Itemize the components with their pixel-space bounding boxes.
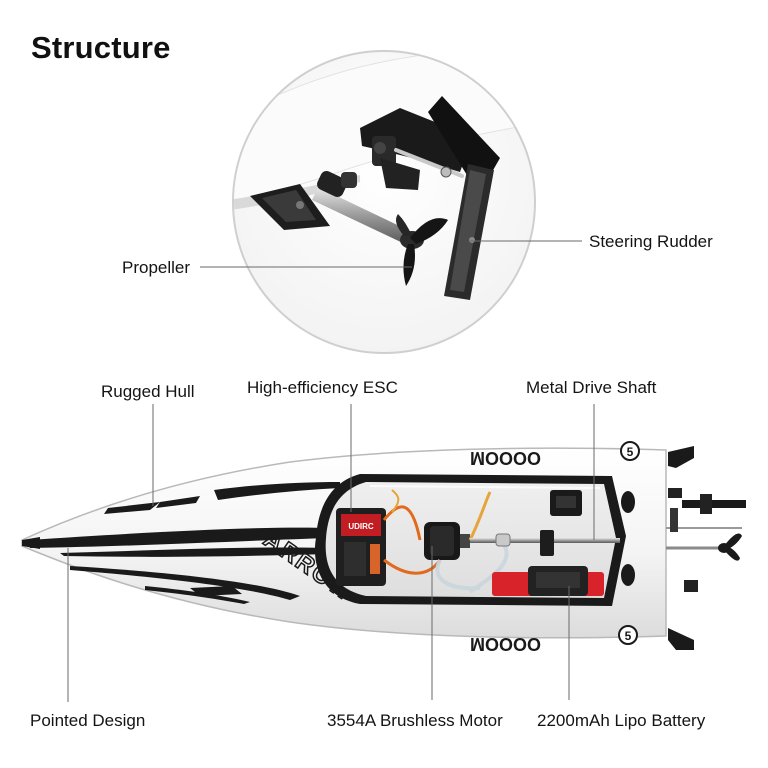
stern-detail-circle — [232, 50, 536, 354]
rudder-mount — [360, 108, 470, 190]
zoom-propeller — [396, 214, 448, 286]
label-motor: 3554A Brushless Motor — [327, 711, 503, 730]
transom-vents — [621, 491, 635, 586]
number-badge-bottom: 5 — [618, 625, 638, 645]
page-title: Structure — [31, 30, 171, 65]
label-esc: High-efficiency ESC — [247, 378, 398, 397]
lipo-battery — [492, 566, 604, 596]
metal-drive-shaft — [470, 530, 620, 556]
zoom-drive-shaft — [312, 170, 412, 244]
deck-lettering-bottom: MOOOO — [470, 634, 541, 654]
label-battery: 2200mAh Lipo Battery — [537, 711, 706, 730]
brushless-motor — [424, 491, 492, 560]
rc-boat: ARROW MOOOO MOOOO 5 5 UDIRC — [21, 441, 746, 654]
trim-tab — [250, 184, 330, 230]
svg-text:5: 5 — [625, 629, 632, 643]
deck-lettering-top: MOOOO — [470, 448, 541, 468]
label-rugged-hull: Rugged Hull — [101, 382, 195, 401]
label-propeller: Propeller — [122, 258, 191, 277]
stern-hardware — [666, 446, 746, 650]
servo — [550, 490, 582, 516]
svg-text:5: 5 — [627, 445, 634, 459]
label-pointed-design: Pointed Design — [30, 711, 146, 730]
hull-stripes — [28, 482, 340, 604]
boat-propeller — [718, 533, 742, 561]
esc-brand: UDIRC — [348, 522, 374, 531]
zoom-steering-rudder — [428, 96, 500, 300]
esc: UDIRC — [336, 508, 386, 586]
number-badge-top: 5 — [620, 441, 640, 461]
leader-lines — [67, 240, 595, 702]
label-steering-rudder: Steering Rudder — [589, 232, 713, 251]
label-drive-shaft: Metal Drive Shaft — [526, 378, 657, 397]
